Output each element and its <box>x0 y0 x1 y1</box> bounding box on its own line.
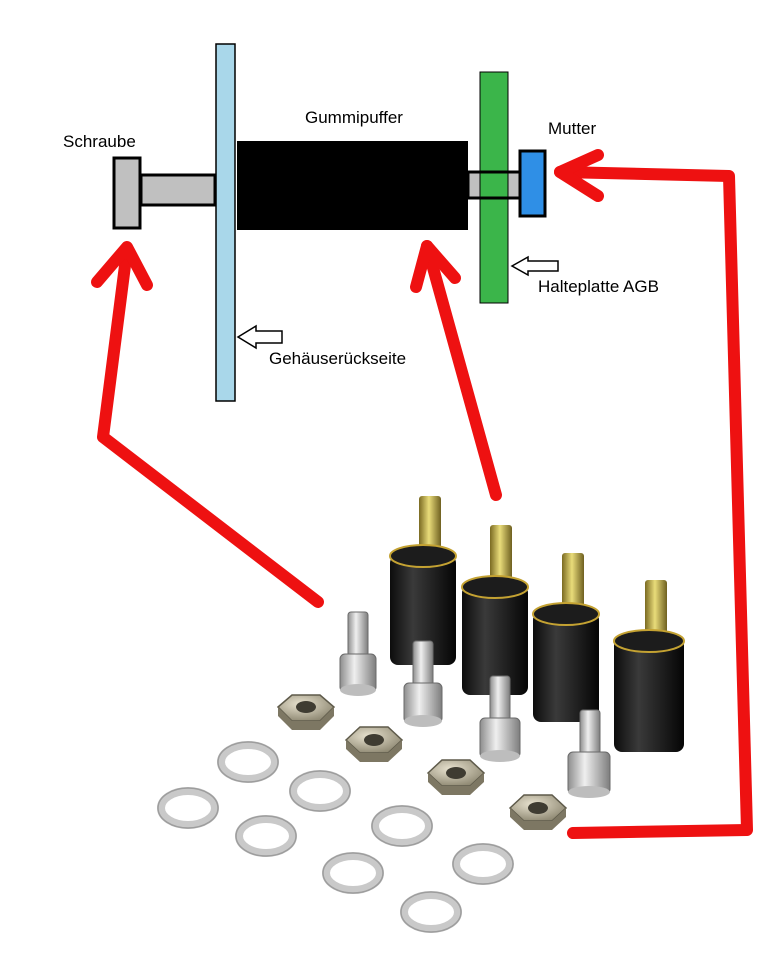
label-mounting-plate: Halteplatte AGB <box>538 277 659 296</box>
rubber-buffer-part <box>389 496 457 665</box>
schematic: Schraube Gummipuffer Mutter Halteplatte … <box>63 43 659 402</box>
washer <box>217 741 279 783</box>
washer <box>452 843 514 885</box>
washer <box>235 815 297 857</box>
pointer-arrows <box>91 149 753 839</box>
mounting-plate <box>479 71 509 304</box>
hollow-arrow-left-icon <box>510 255 559 277</box>
parts-photo <box>157 496 685 933</box>
hex-nuts <box>276 694 568 830</box>
washer <box>371 805 433 847</box>
arrow-to-rubber-buffer <box>410 240 502 501</box>
case-back-panel <box>215 43 236 402</box>
arrow-to-nut <box>554 149 753 839</box>
nut <box>518 149 547 218</box>
washers <box>157 741 514 933</box>
hex-nut <box>508 794 568 830</box>
screw-shaft <box>139 173 217 207</box>
hex-screw <box>403 640 443 727</box>
label-screw: Schraube <box>63 132 136 151</box>
rubber-buffers <box>389 496 685 752</box>
hex-nut <box>426 759 486 795</box>
hex-screw <box>339 611 377 696</box>
hex-screw <box>567 709 611 798</box>
label-nut: Mutter <box>548 119 597 138</box>
washer <box>322 852 384 894</box>
hex-screw <box>479 675 521 762</box>
washer <box>289 770 351 812</box>
hex-screws <box>339 611 611 798</box>
label-rubber-buffer: Gummipuffer <box>305 108 403 127</box>
hex-nut <box>344 726 404 762</box>
washer <box>157 787 219 829</box>
rubber-buffer-part <box>613 580 685 752</box>
rubber-buffer-part <box>532 553 600 722</box>
rubber-buffer-part <box>461 525 529 695</box>
label-case-back: Gehäuserückseite <box>269 349 406 368</box>
hex-nut <box>276 694 336 730</box>
hollow-arrow-left-icon <box>236 324 283 350</box>
rubber-buffer <box>237 141 468 230</box>
washer <box>400 891 462 933</box>
arrow-to-screw <box>91 241 324 608</box>
screw-head <box>112 156 142 230</box>
